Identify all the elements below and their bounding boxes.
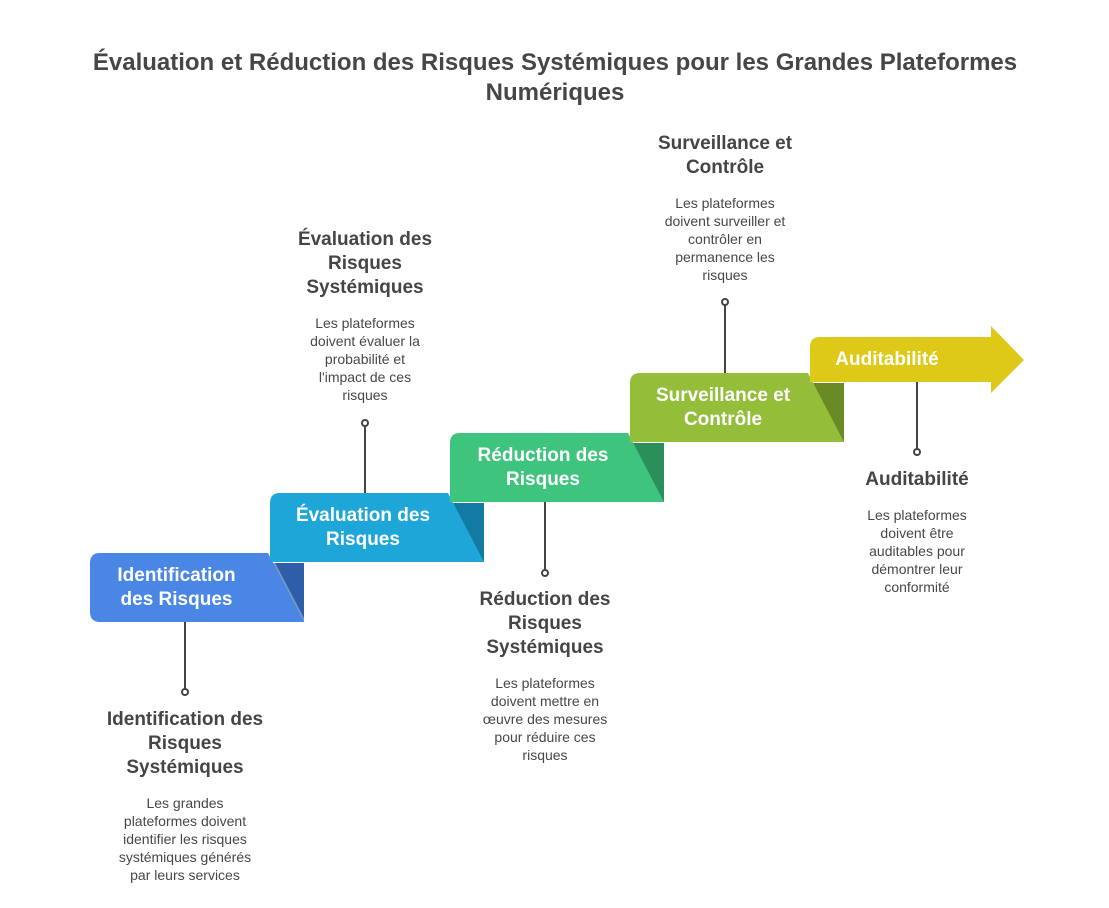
step-1-callout: Identification des Risques Systémiques L…: [105, 708, 265, 884]
diagram-title: Évaluation et Réduction des Risques Syst…: [92, 49, 1018, 106]
step-5-label: Auditabilité: [835, 349, 939, 370]
step-1-edge: [268, 553, 306, 622]
step-3-block[interactable]: [450, 433, 664, 502]
connector-dot-2: [361, 419, 369, 427]
step-2-label: Évaluation des Risques: [295, 505, 431, 550]
step-2-heading: Évaluation des Risques Systémiques: [297, 229, 433, 298]
step-2-block[interactable]: [270, 493, 484, 562]
step-3-callout: Réduction des Risques Systémiques Les pl…: [467, 588, 623, 764]
step-5-heading: Auditabilité: [865, 469, 969, 490]
step-4-label: Surveillance et Contrôle: [655, 385, 791, 430]
connector-dot-1: [181, 688, 189, 696]
connector-dot-5: [913, 448, 921, 456]
step-5-callout: Auditabilité Les plateformes doivent êtr…: [842, 468, 992, 596]
step-3-heading: Réduction des Risques Systémiques: [479, 589, 611, 658]
step-1-heading: Identification des Risques Systémiques: [106, 709, 264, 778]
step-2-description: Les plateformes doivent évaluer la proba…: [310, 315, 420, 403]
connector-dot-4: [721, 298, 729, 306]
step-1-block[interactable]: [90, 553, 304, 622]
step-3-label: Réduction des Risques: [477, 445, 609, 490]
step-1-label: Identification des Risques: [117, 565, 236, 610]
step-3-description: Les plateformes doivent mettre en œuvre …: [482, 675, 608, 763]
step-5-arrow[interactable]: [810, 326, 1024, 393]
step-4-heading: Surveillance et Contrôle: [657, 133, 793, 178]
connector-dot-3: [541, 569, 549, 577]
step-4-block[interactable]: [630, 373, 844, 442]
step-4-callout: Surveillance et Contrôle Les plateformes…: [645, 132, 805, 284]
step-1-description: Les grandes plateformes doivent identifi…: [118, 795, 252, 883]
step-5-description: Les plateformes doivent être auditables …: [867, 507, 967, 595]
step-2-callout: Évaluation des Risques Systémiques Les p…: [290, 228, 440, 404]
step-4-description: Les plateformes doivent surveiller et co…: [664, 195, 786, 283]
